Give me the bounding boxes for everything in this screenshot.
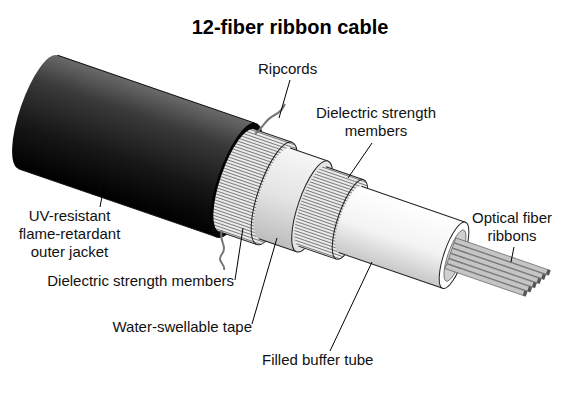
leader-line	[235, 228, 243, 280]
layer-edge	[254, 129, 292, 142]
part-label: Filled buffer tube	[262, 351, 402, 369]
jacket-back-end	[1, 49, 74, 174]
ribbon-end	[527, 286, 531, 292]
leader-line	[348, 143, 372, 178]
part-label: Dielectric strength members	[315, 104, 437, 140]
diagram-title: 12-fiber ribbon cable	[0, 16, 580, 39]
ribbon-end	[537, 278, 541, 284]
leader-line	[330, 262, 372, 351]
leader-line	[279, 80, 290, 118]
leader-line	[511, 247, 514, 262]
fiber-ribbon-stack	[445, 238, 550, 301]
fiber-ribbon	[447, 259, 532, 292]
part-label: Dielectric strength members	[12, 272, 234, 290]
fiber-ribbon	[445, 264, 527, 296]
layer-edge	[290, 148, 328, 161]
part-label: Optical fiber ribbons	[462, 209, 562, 245]
ribbon-end	[546, 269, 550, 275]
layer-edge	[299, 246, 337, 259]
layer-edge	[259, 239, 297, 252]
ribbon-end	[532, 282, 536, 288]
tube-edge	[361, 186, 465, 222]
ripcord	[220, 230, 224, 270]
jacket-edge	[58, 55, 257, 123]
leader-line	[252, 238, 277, 324]
tube-edge	[339, 253, 443, 289]
ripcord	[255, 104, 285, 134]
ribbon-end	[541, 274, 545, 280]
part-label: UV-resistant flame-retardant outer jacke…	[12, 207, 127, 261]
layer-edge	[326, 167, 364, 180]
part-label: Water-swellable tape	[100, 318, 252, 336]
cable-body	[1, 49, 564, 343]
ribbon-end	[523, 291, 527, 297]
part-label: Ripcords	[258, 60, 348, 78]
leader-line	[100, 186, 104, 207]
